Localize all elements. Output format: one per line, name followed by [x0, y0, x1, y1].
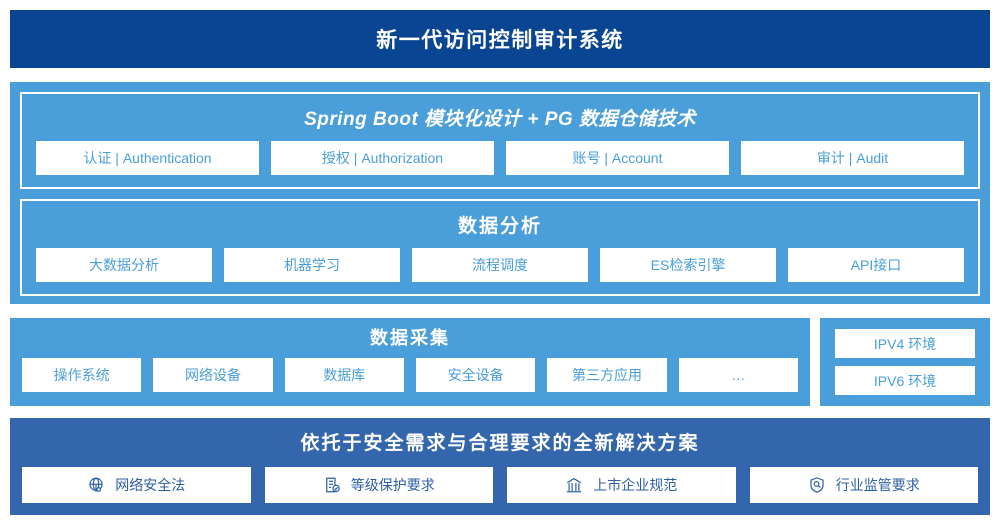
- globe-icon: [87, 476, 105, 494]
- data-collection-inner: 数据采集 操作系统 网络设备 数据库 安全设备 第三方应用 …: [10, 318, 810, 404]
- card-more-ellipsis[interactable]: …: [678, 358, 798, 392]
- card-database[interactable]: 数据库: [284, 358, 404, 392]
- spring-boot-title: Spring Boot 模块化设计 + PG 数据仓储技术: [304, 109, 696, 130]
- card-industry-regulation[interactable]: 行业监管要求: [749, 467, 978, 503]
- card-network-device[interactable]: 网络设备: [153, 358, 273, 392]
- card-third-party-app[interactable]: 第三方应用: [547, 358, 667, 392]
- data-analysis-title: 数据分析: [457, 216, 542, 237]
- card-process-scheduling[interactable]: 流程调度: [412, 248, 588, 282]
- card-account[interactable]: 账号 | Account: [506, 141, 729, 175]
- document-check-icon: [323, 476, 341, 494]
- card-classified-protection-label: 等级保护要求: [350, 477, 435, 493]
- card-ipv6-environment[interactable]: IPV6 环境: [835, 366, 975, 395]
- page-title: 新一代访问控制审计系统: [376, 29, 624, 52]
- data-analysis-group: 数据分析 大数据分析 机器学习 流程调度 ES检索引擎 API接口: [20, 199, 980, 296]
- bank-icon: [565, 476, 583, 494]
- platform-panel: Spring Boot 模块化设计 + PG 数据仓储技术 认证 | Authe…: [10, 82, 990, 304]
- shield-search-icon: [808, 476, 826, 494]
- data-collection-card-row: 操作系统 网络设备 数据库 安全设备 第三方应用 …: [22, 358, 798, 392]
- compliance-card-row: 网络安全法 等级保护要求: [22, 467, 978, 503]
- card-authorization[interactable]: 授权 | Authorization: [271, 141, 494, 175]
- card-authentication[interactable]: 认证 | Authentication: [36, 141, 259, 175]
- data-collection-title: 数据采集: [370, 328, 450, 348]
- data-collection-panel: 数据采集 操作系统 网络设备 数据库 安全设备 第三方应用 …: [10, 318, 810, 406]
- card-cybersecurity-law-label: 网络安全法: [115, 477, 186, 493]
- card-industry-regulation-label: 行业监管要求: [835, 477, 920, 493]
- ipv-environment-panel: IPV4 环境 IPV6 环境: [820, 318, 990, 406]
- card-cybersecurity-law[interactable]: 网络安全法: [22, 467, 251, 503]
- compliance-panel: 依托于安全需求与合理要求的全新解决方案 网络安全法: [10, 418, 990, 515]
- card-listed-enterprise-standard-label: 上市企业规范: [593, 477, 678, 493]
- card-security-device[interactable]: 安全设备: [415, 358, 536, 392]
- card-audit[interactable]: 审计 | Audit: [741, 141, 964, 175]
- compliance-title: 依托于安全需求与合理要求的全新解决方案: [300, 433, 700, 454]
- header-bar: 新一代访问控制审计系统: [10, 10, 990, 68]
- spring-boot-card-row: 认证 | Authentication 授权 | Authorization 账…: [36, 141, 964, 175]
- card-machine-learning[interactable]: 机器学习: [224, 248, 400, 282]
- spring-boot-group: Spring Boot 模块化设计 + PG 数据仓储技术 认证 | Authe…: [20, 92, 980, 189]
- card-api-interface[interactable]: API接口: [788, 248, 964, 282]
- card-operating-system[interactable]: 操作系统: [22, 358, 142, 392]
- compliance-inner: 依托于安全需求与合理要求的全新解决方案 网络安全法: [10, 418, 990, 515]
- card-classified-protection[interactable]: 等级保护要求: [264, 467, 493, 503]
- card-es-search-engine[interactable]: ES检索引擎: [600, 248, 776, 282]
- data-analysis-card-row: 大数据分析 机器学习 流程调度 ES检索引擎 API接口: [36, 248, 964, 282]
- card-listed-enterprise-standard[interactable]: 上市企业规范: [507, 467, 736, 503]
- card-ipv4-environment[interactable]: IPV4 环境: [835, 329, 975, 358]
- card-big-data-analysis[interactable]: 大数据分析: [36, 248, 212, 282]
